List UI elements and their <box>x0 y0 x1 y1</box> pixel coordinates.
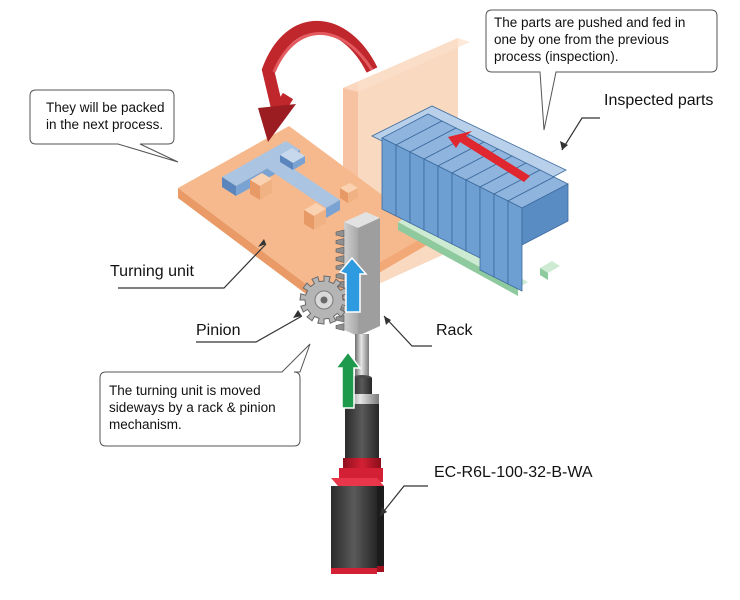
callout-pushed-text: The parts are pushed and fed in one by o… <box>494 14 685 65</box>
callout-packed-text: They will be packed in the next process. <box>46 99 165 133</box>
push-arrow <box>448 131 530 182</box>
rack-up-arrow-icon <box>338 256 368 313</box>
pinion-label: Pinion <box>196 322 241 339</box>
electric-actuator <box>331 375 384 574</box>
callout-moved-text: The turning unit is moved sideways by a … <box>109 382 276 433</box>
leader-arrowheads <box>258 141 568 516</box>
pinion-gear <box>299 275 349 325</box>
callout-pushed-line-3: process (inspection). <box>494 49 619 64</box>
actuator-up-arrow-icon <box>334 350 362 409</box>
callout-moved <box>99 343 311 447</box>
rotation-arrow <box>258 20 378 142</box>
callout-packed-line-1: They will be packed <box>46 100 165 115</box>
turning-unit-label: Turning unit <box>110 263 194 280</box>
callout-pushed-line-2: one by one from the previous <box>494 32 669 47</box>
callout-pushed-line-1: The parts are pushed and fed in <box>494 15 686 30</box>
callout-moved-line-3: mechanism. <box>109 417 182 432</box>
rack-label: Rack <box>436 322 473 339</box>
leader-lines <box>118 117 600 517</box>
actuator-rod <box>355 334 369 380</box>
callout-pushed <box>485 9 718 131</box>
callout-moved-line-1: The turning unit is moved <box>109 383 261 398</box>
callout-packed-line-2: in the next process. <box>46 117 164 132</box>
packed-parts <box>250 173 358 230</box>
model-label: EC-R6L-100-32-B-WA <box>434 464 593 481</box>
inspected-parts-stack <box>371 105 569 292</box>
inspected-parts-label: Inspected parts <box>604 92 714 109</box>
callout-packed <box>29 89 179 163</box>
callout-moved-line-2: sideways by a rack & pinion <box>109 400 276 415</box>
